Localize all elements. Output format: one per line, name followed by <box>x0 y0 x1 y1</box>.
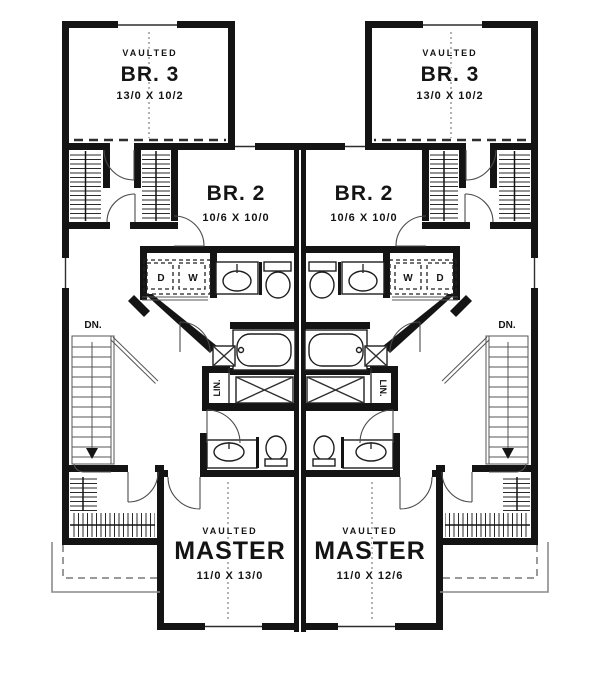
room-labels: VAULTED BR. 3 13/0 X 10/2 VAULTED BR. 3 … <box>115 47 483 583</box>
dryer-right-label: D <box>436 273 443 284</box>
master-right-vaulted: VAULTED <box>342 526 397 536</box>
linen-right-label: LIN. <box>378 380 388 397</box>
br3-left-vaulted: VAULTED <box>122 48 177 58</box>
br3-left-dims: 13/0 X 10/2 <box>116 90 183 102</box>
br3-right-dims: 13/0 X 10/2 <box>416 90 483 102</box>
master-right-dims: 11/0 X 12/6 <box>337 570 404 582</box>
master-right-name: MASTER <box>314 537 426 565</box>
br2-right-dims: 10/6 X 10/0 <box>330 212 397 224</box>
br2-left-dims: 10/6 X 10/0 <box>202 212 269 224</box>
dryer-left-label: D <box>157 273 164 284</box>
br2-right-name: BR. 2 <box>335 182 394 205</box>
washer-left-label: W <box>188 273 198 284</box>
br3-left-name: BR. 3 <box>121 63 180 86</box>
linen-left-label: LIN. <box>212 380 222 397</box>
fixture-labels: D W W D DN. DN. LIN. LIN. <box>83 272 516 398</box>
br2-left-name: BR. 2 <box>207 182 266 205</box>
washer-right-label: W <box>403 273 413 284</box>
br3-right-vaulted: VAULTED <box>422 48 477 58</box>
party-wall-cap <box>255 143 345 150</box>
master-left-dims: 11/0 X 13/0 <box>197 570 264 582</box>
master-left-vaulted: VAULTED <box>202 526 257 536</box>
master-left-name: MASTER <box>174 537 286 565</box>
down-left-label: DN. <box>84 320 101 331</box>
down-right-label: DN. <box>498 320 515 331</box>
br3-right-name: BR. 3 <box>421 63 480 86</box>
